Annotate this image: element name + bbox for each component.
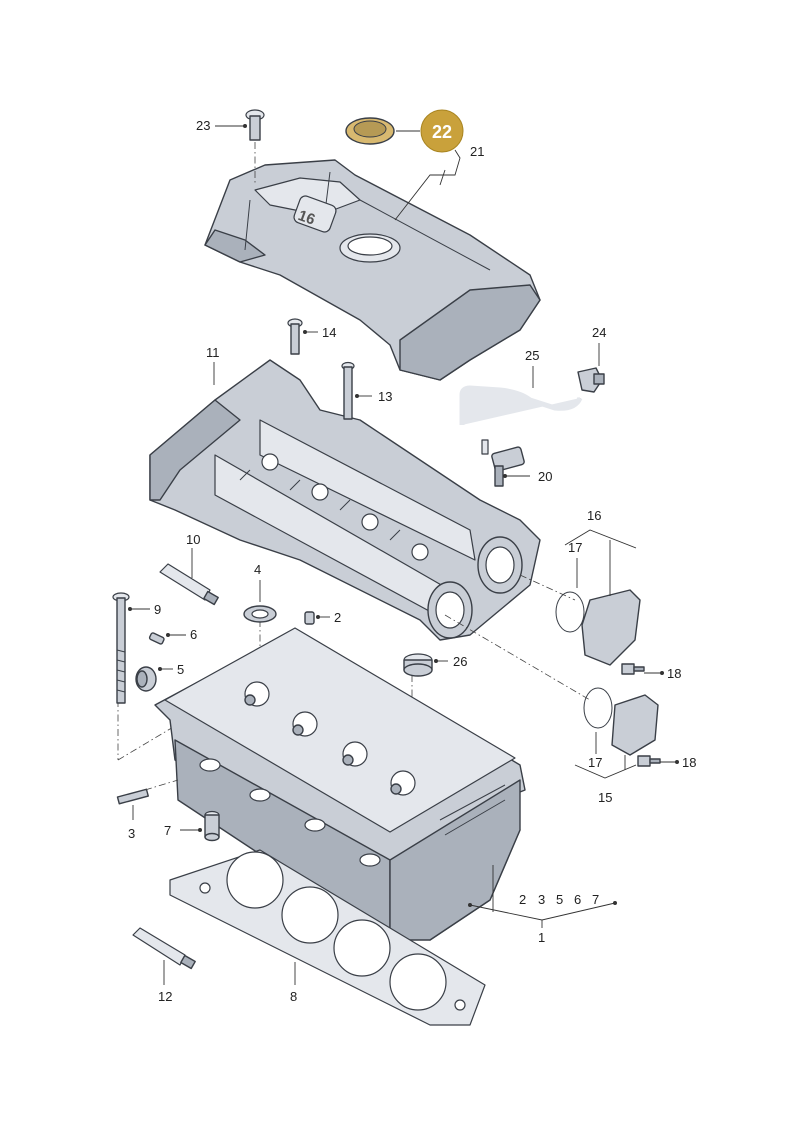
callout-18-upper: 18 xyxy=(667,666,681,681)
callout-6: 6 xyxy=(190,627,197,642)
part-25-hose[interactable] xyxy=(459,366,583,425)
part-2-dowel[interactable] xyxy=(304,611,330,625)
group-1-item-6: 6 xyxy=(574,892,581,907)
cylinder-head[interactable] xyxy=(154,627,526,941)
callout-21: 21 xyxy=(470,144,484,159)
callout-8: 8 xyxy=(290,989,297,1004)
callout-4: 4 xyxy=(254,562,261,577)
callout-1: 1 xyxy=(538,930,545,945)
part-18-screw-upper[interactable] xyxy=(621,663,645,675)
callout-23: 23 xyxy=(196,118,210,133)
part-26-cap[interactable] xyxy=(403,653,448,677)
callout-7: 7 xyxy=(164,823,171,838)
part-3-stud[interactable] xyxy=(116,779,179,820)
cover-badge: 16 xyxy=(296,207,317,229)
part-7-sleeve[interactable] xyxy=(180,810,220,842)
callout-5: 5 xyxy=(177,662,184,677)
callout-25: 25 xyxy=(525,348,539,363)
camshaft-housing[interactable] xyxy=(149,359,541,641)
callout-26: 26 xyxy=(453,654,467,669)
callout-13: 13 xyxy=(378,389,392,404)
callout-12: 12 xyxy=(158,989,172,1004)
part-12-tube[interactable] xyxy=(132,927,196,985)
callout-9: 9 xyxy=(154,602,161,617)
callout-18-lower: 18 xyxy=(682,755,696,770)
part-20-sensor[interactable] xyxy=(481,439,530,487)
callout-10: 10 xyxy=(186,532,200,547)
callout-14: 14 xyxy=(322,325,336,340)
group-1-item-5: 5 xyxy=(556,892,563,907)
part-9-bolt[interactable] xyxy=(112,592,150,704)
part-18-screw-lower[interactable] xyxy=(637,755,661,767)
callout-17-upper: 17 xyxy=(568,540,582,555)
group-1-item-2: 2 xyxy=(519,892,526,907)
part-17-oring-upper[interactable] xyxy=(555,591,585,633)
group-1-item-7: 7 xyxy=(592,892,599,907)
callout-24: 24 xyxy=(592,325,606,340)
part-5-plug[interactable] xyxy=(135,666,173,692)
part-13-bolt[interactable] xyxy=(341,361,372,420)
part-23-bolt[interactable] xyxy=(245,109,265,185)
highlight-number: 22 xyxy=(432,122,452,142)
part-16-cover-plate[interactable] xyxy=(564,529,641,666)
callout-16: 16 xyxy=(587,508,601,523)
callout-20: 20 xyxy=(538,469,552,484)
part-17-oring-lower[interactable] xyxy=(583,687,613,729)
callout-11: 11 xyxy=(206,345,220,360)
callout-2: 2 xyxy=(334,610,341,625)
part-14-bolt[interactable] xyxy=(287,318,318,355)
callout-15: 15 xyxy=(598,790,612,805)
highlight-badge[interactable] xyxy=(420,109,464,153)
engine-cover[interactable]: 16 xyxy=(204,159,541,381)
part-10-tube[interactable] xyxy=(159,548,219,606)
part-6-pin[interactable] xyxy=(148,632,186,645)
callout-3: 3 xyxy=(128,826,135,841)
callout-17-lower: 17 xyxy=(588,755,602,770)
group-1-item-3: 3 xyxy=(538,892,545,907)
part-22-cap[interactable]: 22 xyxy=(345,109,464,153)
part-8-head-gasket[interactable] xyxy=(169,849,486,1026)
part-24-connector[interactable] xyxy=(577,343,605,393)
part-15-cover-plate[interactable] xyxy=(574,694,659,779)
part-4-seal[interactable] xyxy=(243,580,277,623)
